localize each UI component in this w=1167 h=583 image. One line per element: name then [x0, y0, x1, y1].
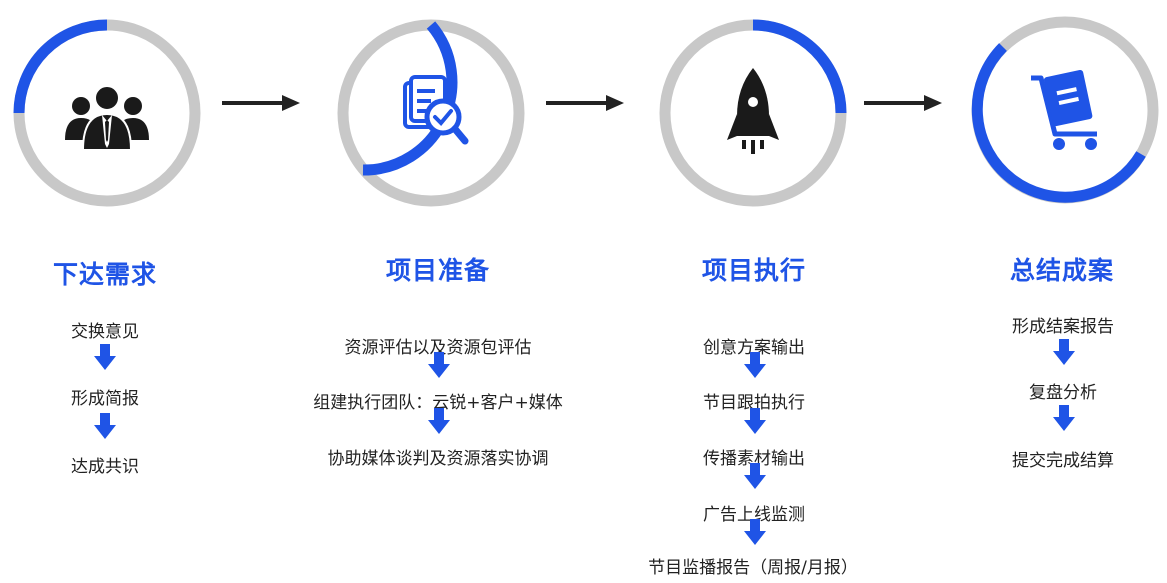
- stage-3-step-1: 创意方案输出: [703, 338, 805, 358]
- down-arrow-icon: [428, 408, 450, 434]
- stage-3-title: 项目执行: [701, 256, 806, 285]
- stage-1-step-1: 交换意见: [71, 322, 139, 342]
- flow-arrow-3: [864, 95, 942, 111]
- stage-2-step-3: 协助媒体谈判及资源落实协调: [327, 449, 549, 469]
- stage-1-progress-ring: [13, 19, 201, 207]
- stage-4-step-3: 提交完成结算: [1012, 451, 1114, 471]
- down-arrow-icon: [744, 408, 766, 434]
- down-arrow-icon: [744, 463, 766, 489]
- down-arrow-icon: [94, 344, 116, 370]
- stage-4-step-2: 复盘分析: [1029, 383, 1097, 403]
- stage-3-progress-ring: [659, 19, 847, 207]
- cart-document-icon: [1031, 69, 1097, 150]
- flow-arrow-1: [222, 95, 300, 111]
- stage-2-title: 项目准备: [385, 256, 490, 285]
- flow-arrow-2: [546, 95, 624, 111]
- rocket-icon: [727, 68, 779, 154]
- down-arrow-icon: [428, 352, 450, 378]
- down-arrow-icon: [744, 352, 766, 378]
- down-arrow-icon: [1053, 405, 1075, 431]
- stage-4-title: 总结成案: [1009, 256, 1114, 285]
- stage-4-progress-ring: [971, 16, 1159, 204]
- document-search-check-icon: [403, 75, 469, 145]
- stage-3-step-3: 传播素材输出: [703, 449, 805, 469]
- stage-2-step-1: 资源评估以及资源包评估: [344, 338, 532, 358]
- stage-3-step-4: 广告上线监测: [703, 505, 805, 525]
- stage-3-step-2: 节目跟拍执行: [703, 393, 805, 413]
- stage-2-step-2: 组建执行团队：云锐+客户+媒体: [313, 393, 563, 413]
- down-arrow-icon: [1053, 339, 1075, 365]
- stage-1-title: 下达需求: [52, 260, 157, 289]
- stage-1-step-3: 达成共识: [71, 457, 139, 477]
- stage-3-step-5: 节目监播报告（周报/月报）: [648, 558, 858, 578]
- down-arrow-icon: [744, 519, 766, 545]
- down-arrow-icon: [94, 413, 116, 439]
- stage-2-progress-ring: [337, 19, 525, 207]
- team-people-icon: [65, 85, 149, 151]
- stage-1-step-2: 形成简报: [71, 389, 139, 409]
- stage-4-step-1: 形成结案报告: [1012, 317, 1114, 337]
